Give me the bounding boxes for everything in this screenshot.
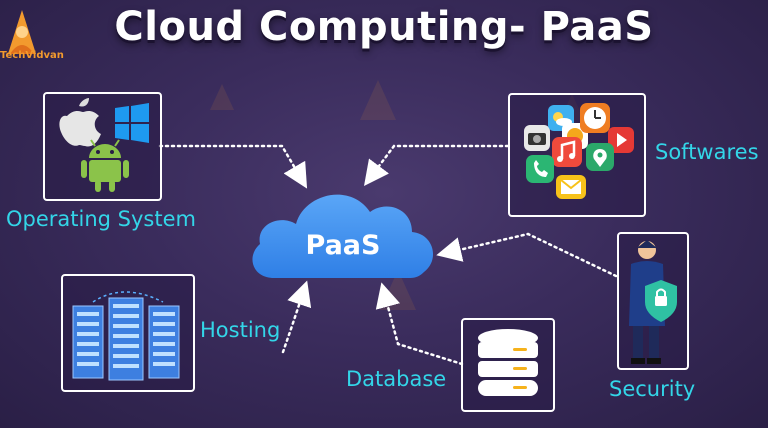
softwares-label: Softwares: [655, 140, 759, 164]
arrow-softwares: [364, 144, 510, 186]
android-icon: [81, 139, 129, 192]
database-label: Database: [346, 367, 447, 391]
page-title: Cloud Computing- PaaS: [114, 4, 654, 50]
apple-icon: [59, 98, 101, 147]
server-rack-icon: [72, 291, 180, 381]
operating-system-panel: [43, 92, 162, 201]
security-label: Security: [609, 377, 696, 401]
database-icon: [478, 329, 538, 396]
security-guard-icon: [629, 240, 677, 364]
paas-cloud: PaaS: [246, 178, 440, 282]
softwares-panel: [508, 93, 646, 217]
phone-app-icon: [526, 155, 554, 183]
windows-icon: [115, 103, 149, 143]
arrow-operating-system: [158, 144, 308, 189]
apps-icon-cluster: [524, 103, 634, 199]
hosting-panel: [61, 274, 195, 392]
shield-lock-icon: [645, 280, 677, 322]
database-panel: [461, 318, 555, 412]
arrow-security: [436, 232, 618, 278]
video-app-icon: [608, 127, 634, 153]
clock-app-icon: [580, 103, 610, 133]
camera-app-icon: [524, 125, 550, 151]
paas-label: PaaS: [305, 230, 381, 261]
logo-text: TechVidvan: [0, 50, 64, 61]
maps-app-icon: [586, 143, 614, 171]
weather-app-icon: [548, 105, 574, 131]
techvidvan-logo: [0, 6, 44, 66]
security-panel: [617, 232, 689, 370]
arrow-database: [375, 282, 464, 366]
music-app-icon: [552, 137, 582, 167]
operating-system-label: Operating System: [6, 207, 196, 231]
cloud-icon: [252, 194, 434, 278]
arrow-hosting: [281, 280, 312, 354]
mail-app-icon: [556, 175, 586, 199]
hosting-label: Hosting: [200, 318, 281, 342]
